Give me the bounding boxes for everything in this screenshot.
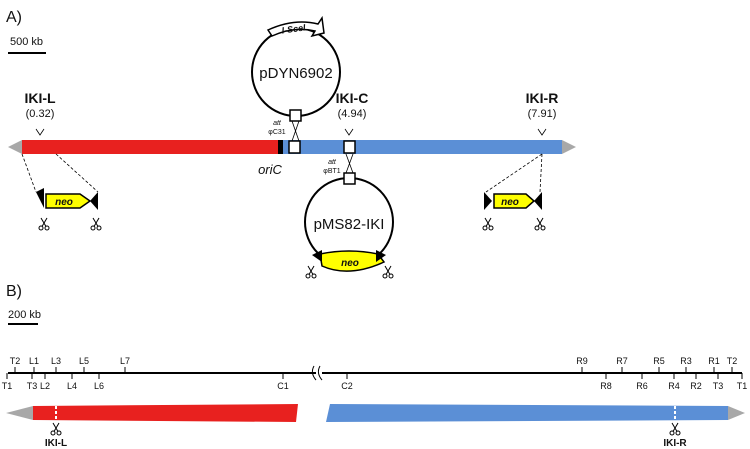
chromosome-b-left-arm (33, 404, 298, 422)
att-site-phic31-plasmid (289, 109, 302, 122)
iki-l-site-b-label: IKI-L (45, 438, 67, 449)
i-scei-label: I-SceI (281, 22, 307, 35)
scissors-icon (669, 422, 681, 436)
marker-label: R3 (680, 356, 692, 366)
marker-label: R5 (653, 356, 665, 366)
marker-label: R4 (668, 381, 680, 391)
chromosome-right-arm (283, 140, 562, 154)
neo-label-left: neo (55, 197, 73, 208)
chromosome-left-arm-end (8, 140, 22, 154)
chromosome-right-arm-end (562, 140, 576, 154)
iki-r-annotation: IKI-R (7.91) (526, 90, 559, 136)
scale-bar-a: 500 kb (8, 36, 46, 54)
marker-label: C1 (277, 381, 289, 391)
panel-a-label: A) (6, 9, 22, 26)
neo-cassette-right: neo (482, 153, 546, 231)
scale-bar-b: 200 kb (8, 309, 41, 325)
att-site-phibt1-plasmid (343, 172, 356, 185)
iki-r-position: (7.91) (528, 108, 557, 120)
scissors-icon (38, 217, 50, 231)
marker-label: T1 (737, 381, 748, 391)
marker-label: R6 (636, 381, 648, 391)
neo-cassette-left: neo (21, 153, 102, 231)
iki-r-site-b: IKI-R (663, 422, 687, 449)
att-phic31-att: att (273, 120, 282, 127)
att-phic31-phage: φC31 (268, 129, 285, 136)
scissors-icon (482, 217, 494, 231)
iki-r-site-b-label: IKI-R (663, 438, 687, 449)
chromosome-b-right-arm (326, 404, 728, 422)
marker-label: L3 (51, 356, 61, 366)
iki-l-label: IKI-L (24, 90, 56, 106)
marker-label: T3 (713, 381, 724, 391)
marker-label: C2 (341, 381, 353, 391)
marker-label: R7 (616, 356, 628, 366)
ori-c-marker (278, 140, 283, 154)
iki-l-position: (0.32) (26, 108, 55, 120)
marker-map-axis (8, 365, 742, 381)
scale-bar-b-label: 200 kb (8, 309, 41, 321)
panel-b-label: B) (6, 283, 22, 300)
iki-c-annotation: IKI-C (4.94) (336, 90, 369, 136)
chromosome-b-right-end (728, 406, 745, 420)
iki-r-label: IKI-R (526, 90, 559, 106)
neo-label-plasmid: neo (341, 258, 359, 269)
plasmid-pdyn6902: pDYN6902 I-SceI (251, 15, 341, 122)
ori-c-label: oriC (258, 162, 282, 177)
marker-label: L1 (29, 356, 39, 366)
neo-label-right: neo (501, 197, 519, 208)
iki-l-site-b: IKI-L (45, 422, 67, 449)
marker-label: L2 (40, 381, 50, 391)
scissors-icon (534, 217, 546, 231)
iki-c-position: (4.94) (338, 108, 367, 120)
marker-label: T2 (727, 356, 738, 366)
neo-gene-plasmid (319, 250, 386, 272)
marker-label: L4 (67, 381, 77, 391)
att-phibt1-att: att (328, 159, 337, 166)
marker-label: T1 (2, 381, 13, 391)
marker-label: R9 (576, 356, 588, 366)
scissors-icon (50, 422, 62, 436)
marker-label: L7 (120, 356, 130, 366)
plasmid-pms82-iki: pMS82-IKI neo (304, 172, 394, 279)
scale-bar-a-label: 500 kb (10, 36, 43, 48)
marker-label: R1 (708, 356, 720, 366)
chromosome-left-arm (22, 140, 282, 154)
marker-label: R8 (600, 381, 612, 391)
att-site-phic31-chromosome (288, 140, 301, 154)
scissors-icon (382, 265, 394, 279)
marker-label: T2 (10, 356, 21, 366)
marker-label: L5 (79, 356, 89, 366)
att-phibt1-phage: φBT1 (323, 168, 340, 175)
marker-label: R2 (690, 381, 702, 391)
scissors-icon (90, 217, 102, 231)
i-scei-gene (266, 15, 325, 38)
iki-c-label: IKI-C (336, 90, 369, 106)
scissors-icon (305, 265, 317, 279)
chromosome-b-left-end (6, 406, 33, 420)
att-site-phibt1-chromosome (343, 140, 356, 154)
marker-label: T3 (27, 381, 38, 391)
plasmid-pdyn6902-label: pDYN6902 (259, 65, 332, 82)
iki-l-annotation: IKI-L (0.32) (24, 90, 56, 136)
chromosome-b (6, 404, 745, 422)
marker-label: L6 (94, 381, 104, 391)
plasmid-pms82-iki-label: pMS82-IKI (314, 216, 385, 233)
